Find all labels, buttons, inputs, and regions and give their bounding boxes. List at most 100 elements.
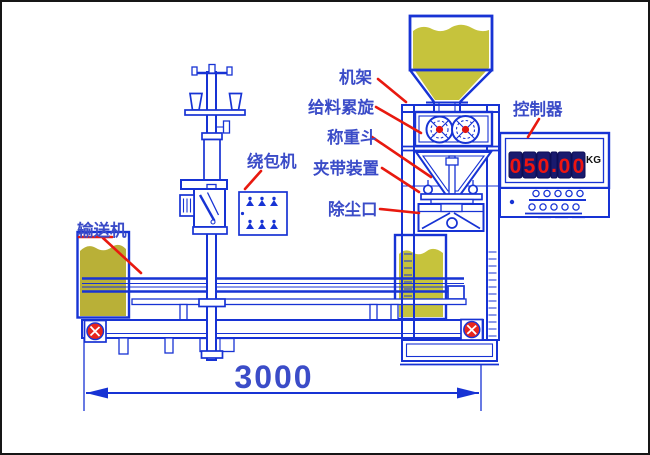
button	[532, 189, 540, 198]
tee-center-pin	[208, 63, 216, 74]
display-digit: 0	[538, 155, 550, 178]
conveyor-system	[76, 230, 484, 355]
frame-leg	[369, 303, 378, 321]
frame-ladder-ticks-right	[488, 251, 497, 351]
packing-machine	[400, 14, 500, 366]
display-decimal: .	[551, 154, 557, 177]
dimension-arrow-left	[86, 387, 108, 399]
button	[576, 189, 584, 198]
base-tab	[118, 337, 129, 355]
digit-cell	[522, 151, 537, 179]
dimension-arrow-right	[457, 387, 479, 399]
label-weighing-hopper: 称重斗	[327, 127, 377, 147]
cone-shelf	[184, 109, 246, 116]
frame-leg	[179, 303, 188, 321]
button	[572, 203, 580, 211]
belt-inner-lines	[82, 282, 464, 288]
digit-cell	[571, 151, 586, 179]
leader-bag-clamp	[380, 166, 421, 194]
sewing-head-arm-inner	[206, 192, 220, 216]
frame-base-inner	[405, 343, 494, 358]
button	[554, 189, 562, 198]
tee-end-cap	[191, 66, 198, 76]
label-feed-screw: 给料累旋	[308, 97, 375, 117]
clamp-roller-left	[422, 184, 434, 195]
feeder-screw-left-wheel	[425, 115, 454, 144]
bag-material-fill	[80, 244, 126, 316]
machine-frame	[400, 104, 500, 366]
callout-labels: 机架 给料累旋 称重斗 夹带装置 除尘口 控制器 绕包机 输送机	[77, 67, 563, 240]
motor-fins	[182, 198, 192, 213]
head-bracket	[180, 179, 228, 190]
pole-collar	[201, 132, 223, 141]
sewing-machine-assembly	[179, 63, 288, 361]
dust-outlet	[440, 203, 463, 213]
wheel-cross	[466, 324, 477, 335]
digit-cell	[536, 151, 551, 179]
dust-funnel-lines	[421, 212, 481, 230]
feeder-screw-unit	[413, 110, 494, 148]
display-digit: 0	[573, 155, 585, 178]
button	[550, 203, 558, 211]
display-unit: KG	[586, 155, 601, 166]
dimension-value: 3000	[234, 359, 313, 395]
display-digit: 5	[524, 155, 536, 178]
frame-base-box	[401, 339, 498, 362]
frame-ladder-ticks-left	[404, 253, 412, 297]
wheel-cross	[89, 325, 101, 337]
leader-sewing-machine	[243, 169, 263, 191]
label-conveyor: 输送机	[77, 220, 127, 240]
sewing-head	[193, 188, 226, 228]
storage-hopper	[408, 14, 494, 114]
leader-lines	[77, 77, 541, 275]
label-frame: 机架	[339, 67, 373, 87]
roller-wheel-left	[83, 319, 107, 343]
clamp-roller-right	[467, 184, 479, 195]
hopper-funnel	[409, 69, 493, 103]
button	[543, 189, 551, 198]
label-sewing-machine: 绕包机	[247, 151, 297, 171]
weighing-hopper-unit	[414, 151, 493, 196]
base-beam	[81, 319, 484, 339]
decimal-cell	[550, 151, 558, 179]
leader-weighing-hopper	[370, 135, 433, 179]
controller-unit: 0 5 0 . 0 0 KG	[498, 131, 611, 219]
weighing-hopper-inner	[421, 155, 486, 192]
filled-bag-left	[76, 230, 131, 319]
screw-housing-inner	[418, 115, 489, 143]
sewing-head-arm	[198, 194, 216, 222]
controller-buttons	[509, 189, 586, 219]
pole-lower-collar	[198, 298, 226, 308]
clamp-bar	[420, 193, 483, 201]
button	[539, 203, 547, 211]
roller-wheel-right	[460, 318, 484, 341]
label-dust-port: 除尘口	[328, 199, 378, 219]
tee-end-cap	[226, 66, 233, 76]
digit-cell	[508, 151, 523, 179]
digit-cell	[557, 151, 572, 179]
frame-rail	[131, 298, 467, 306]
label-controller: 控制器	[513, 99, 563, 119]
belt-end-bracket	[447, 285, 465, 300]
thread-cone-left	[189, 92, 204, 111]
weight-display: 0 5 0 . 0 0 KG	[508, 151, 601, 179]
clamp-plate	[430, 198, 474, 205]
leader-controller	[526, 117, 541, 139]
leader-conveyor	[77, 235, 143, 275]
display-digit: 0	[559, 155, 571, 178]
feeder-screw-right-wheel	[451, 115, 480, 144]
dust-funnel-port	[446, 217, 458, 229]
panel-button-icons	[240, 196, 278, 229]
bag-outline	[76, 230, 131, 319]
leader-feed-screw	[374, 105, 423, 135]
panel-indicator-dot	[240, 211, 245, 216]
needle-pivot	[210, 219, 216, 225]
hopper-material-fill	[413, 24, 489, 100]
button	[561, 203, 569, 211]
pole-tab	[222, 120, 231, 134]
leader-dust-port	[378, 207, 421, 215]
frame-leg	[390, 303, 399, 321]
dimension-extension-lines	[83, 339, 482, 411]
